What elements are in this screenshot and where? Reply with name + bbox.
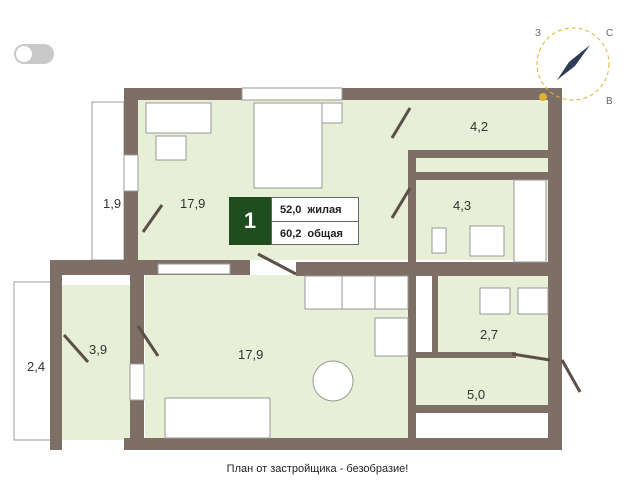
view-toggle[interactable] — [14, 44, 54, 64]
balcony-top — [91, 101, 125, 261]
room-area-bottom-right: 5,0 — [467, 387, 486, 402]
compass-north: С — [606, 28, 614, 39]
compass-needle-tail — [557, 62, 575, 80]
toggle-knob — [16, 46, 32, 62]
living-area-row: 52,0 жилая — [272, 198, 358, 221]
living-area-value: 52,0 — [280, 203, 302, 216]
plan-caption: План от застройщика - безобразие! — [226, 463, 409, 475]
compass-east: В — [606, 96, 613, 107]
rooms-count: 1 — [229, 197, 271, 245]
compass-ring — [536, 27, 610, 101]
total-area-value: 60,2 — [280, 227, 302, 240]
compass-west: З — [535, 28, 542, 39]
room-area-hall: 3,9 — [89, 342, 108, 357]
room-area-balcony-top: 1,9 — [103, 196, 122, 211]
room-area-top-right: 4,2 — [470, 119, 489, 134]
total-area-row: 60,2 общая — [272, 221, 358, 245]
furniture — [145, 102, 549, 439]
room-area-living: 17,9 — [238, 347, 264, 362]
apartment-badge: 1 52,0 жилая 60,2 общая — [229, 197, 359, 245]
doors — [62, 107, 582, 393]
floor-wc — [437, 275, 548, 355]
floor-hall — [60, 285, 135, 440]
room-area-bathroom: 4,3 — [453, 198, 472, 213]
room-area-bedroom: 17,9 — [180, 196, 206, 211]
living-area-label: жилая — [307, 203, 342, 216]
room-area-balcony-left: 2,4 — [27, 359, 46, 374]
areas-box: 52,0 жилая 60,2 общая — [271, 197, 359, 245]
sun-icon — [539, 93, 547, 101]
compass-needle — [569, 45, 590, 66]
total-area-label: общая — [307, 227, 343, 240]
room-area-wc: 2,7 — [480, 327, 499, 342]
floor-bottom-right — [415, 355, 548, 405]
windows — [123, 87, 343, 401]
compass: З С В — [520, 22, 620, 107]
